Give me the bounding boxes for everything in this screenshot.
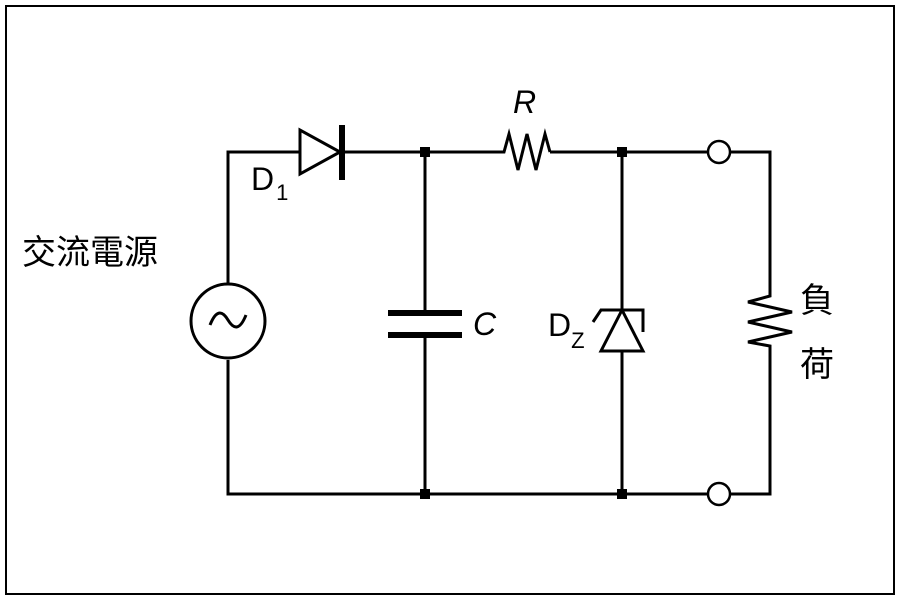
diode-triangle (298, 127, 344, 177)
load-label-line2: 荷 (800, 346, 834, 384)
junction-dot (420, 489, 430, 499)
ac-wave-icon (208, 311, 248, 329)
junction-dot (617, 147, 627, 157)
source-label: 交流電源 (22, 234, 158, 272)
diode-d1-label: D1 (251, 161, 288, 205)
wires (226, 150, 772, 496)
diagram-frame (5, 5, 895, 595)
zener-bar (591, 308, 645, 332)
load-label-line1: 負 (800, 282, 834, 320)
zener-letter: D (548, 307, 571, 343)
resistor-r-zigzag (498, 128, 552, 171)
junctions (420, 147, 627, 499)
wire-terminal-to-load (731, 150, 772, 290)
capacitor-c (388, 310, 462, 338)
load-resistor-zigzag (747, 290, 793, 350)
zener-subscript: Z (571, 328, 584, 353)
capacitor-label: C (473, 306, 497, 342)
diode-d1-letter: D (251, 161, 274, 197)
zener-diode (591, 306, 646, 353)
output-terminal-top (706, 139, 732, 165)
wire-bottom-return (226, 360, 707, 496)
zener-label: DZ (548, 307, 585, 353)
junction-dot (420, 147, 430, 157)
zener-triangle (598, 306, 646, 353)
wire-load-to-bottom-terminal (731, 350, 772, 496)
diode-d1-subscript: 1 (276, 180, 288, 205)
ac-source (189, 282, 267, 360)
junction-dot (617, 489, 627, 499)
wire-source-to-diode (226, 150, 300, 283)
output-terminal-bottom (706, 481, 732, 507)
diode-d1 (298, 125, 345, 180)
resistor-label: R (513, 84, 536, 120)
